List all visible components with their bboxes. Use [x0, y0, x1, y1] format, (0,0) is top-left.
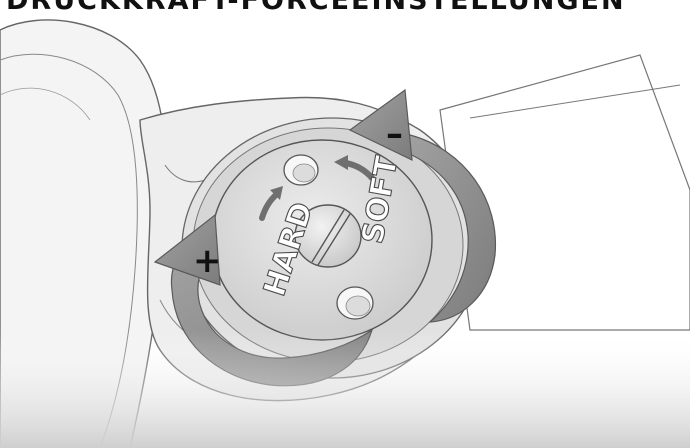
minus-sign: –	[386, 114, 403, 154]
plus-sign: +	[193, 241, 222, 281]
upper-hole	[284, 155, 318, 185]
bottom-fade	[0, 330, 690, 448]
lower-hole	[337, 287, 373, 319]
page-title: DRUCKKRAFT-FORCEEINSTELLUNGEN	[6, 0, 626, 16]
